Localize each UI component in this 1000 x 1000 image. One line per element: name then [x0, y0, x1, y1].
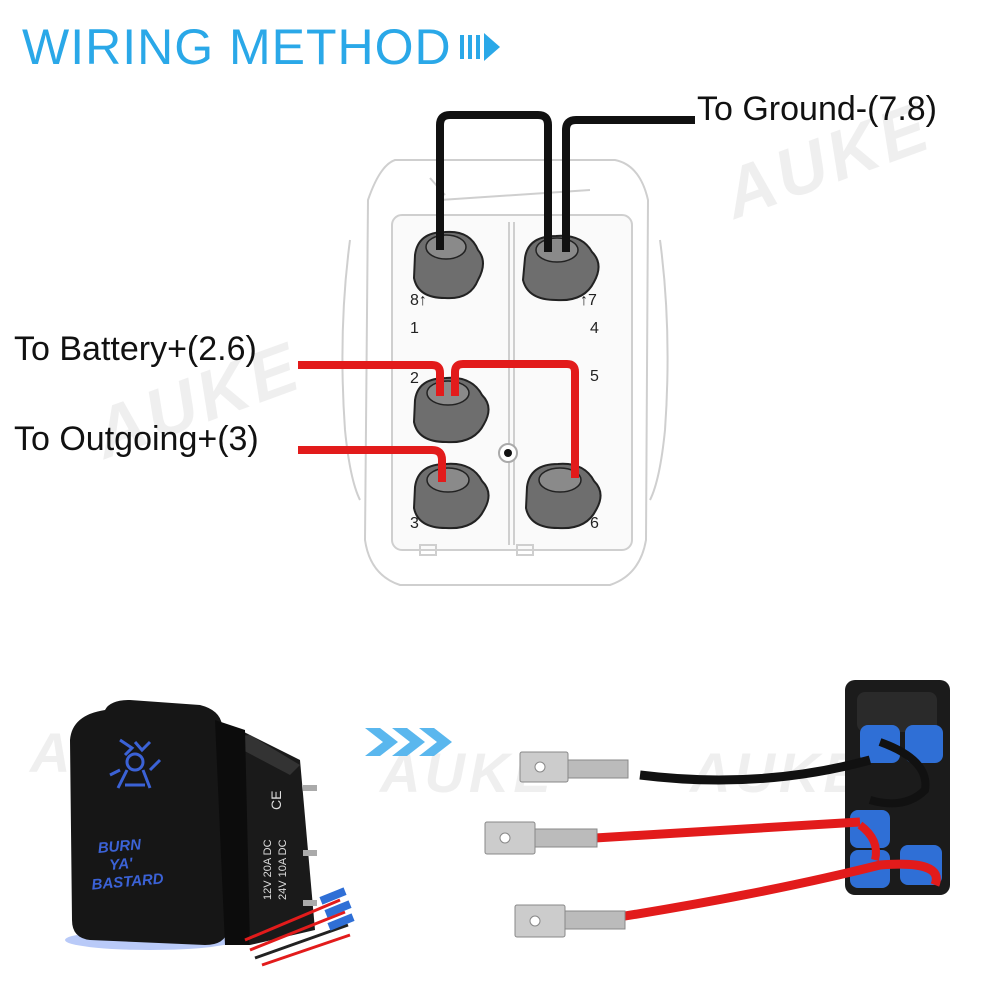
switch-face-text: BURN YA' BASTARD [88, 835, 164, 894]
pin-label-2: 2 [410, 370, 419, 387]
pin-label-6: 6 [590, 515, 599, 532]
pin-label-7: ↑7 [580, 292, 597, 309]
switch-spec-row: 12V 20A DC [262, 839, 274, 900]
pin-label-3: 3 [410, 515, 419, 532]
battery-label: To Battery+(2.6) [14, 330, 257, 368]
ground-label: To Ground-(7.8) [697, 90, 937, 128]
pin-label-4: 4 [590, 320, 599, 337]
outgoing-label: To Outgoing+(3) [14, 420, 259, 458]
chevron-arrows-icon [365, 728, 452, 756]
ground-wire [436, 111, 695, 252]
triple-arrow-icon [459, 33, 500, 61]
title-block: WIRING METHOD [22, 18, 502, 76]
rocker-switch [65, 700, 355, 967]
pin-label-5: 5 [590, 368, 599, 385]
switch-body [341, 159, 669, 586]
positive-wire [298, 360, 579, 482]
page-title: WIRING METHOD [22, 19, 452, 75]
switch-ce-mark: CE [268, 790, 284, 810]
terminal-3 [412, 462, 490, 530]
wired-switch [484, 680, 950, 938]
terminal-6 [524, 462, 602, 530]
terminal-8 [412, 230, 484, 300]
switch-spec-row: 24V 10A DC [277, 839, 289, 900]
terminal-7 [521, 234, 600, 302]
pin-label-8: 8↑ [410, 292, 427, 309]
pin-label-1: 1 [410, 320, 419, 337]
